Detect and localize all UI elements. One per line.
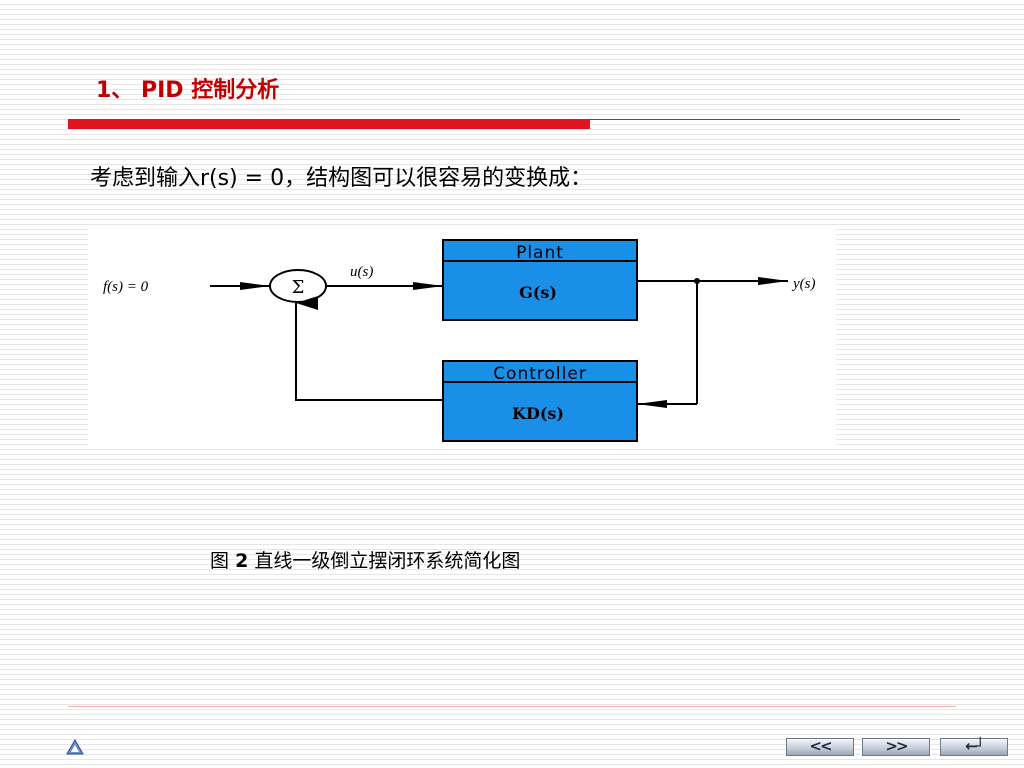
next-page-button[interactable]: >>	[862, 738, 930, 756]
caption-label: 图	[210, 550, 230, 572]
diagram-background	[88, 228, 836, 446]
prev-page-button[interactable]: <<	[786, 738, 854, 756]
title-underline-bar	[68, 119, 590, 129]
page-title: 1、 PID 控制分析	[96, 72, 279, 104]
intro-text: 考虑到输入r(s) = 0，结构图可以很容易的变换成：	[90, 160, 592, 192]
intro-before: 考虑到输入	[90, 166, 201, 191]
footer-divider	[68, 706, 956, 707]
return-button[interactable]: ←┘	[940, 738, 1008, 756]
intro-formula: r(s) = 0	[200, 166, 285, 191]
caption-number: 2	[235, 550, 249, 572]
title-underline-line	[590, 119, 960, 120]
intro-after: ，结构图可以很容易的变换成：	[284, 166, 593, 191]
title-text: PID 控制分析	[140, 78, 280, 103]
caption-text: 直线一级倒立摆闭环系统简化图	[254, 550, 521, 572]
title-number: 1、	[96, 78, 134, 103]
logo-icon	[66, 739, 84, 755]
figure-caption: 图 2 直线一级倒立摆闭环系统简化图	[210, 546, 520, 573]
